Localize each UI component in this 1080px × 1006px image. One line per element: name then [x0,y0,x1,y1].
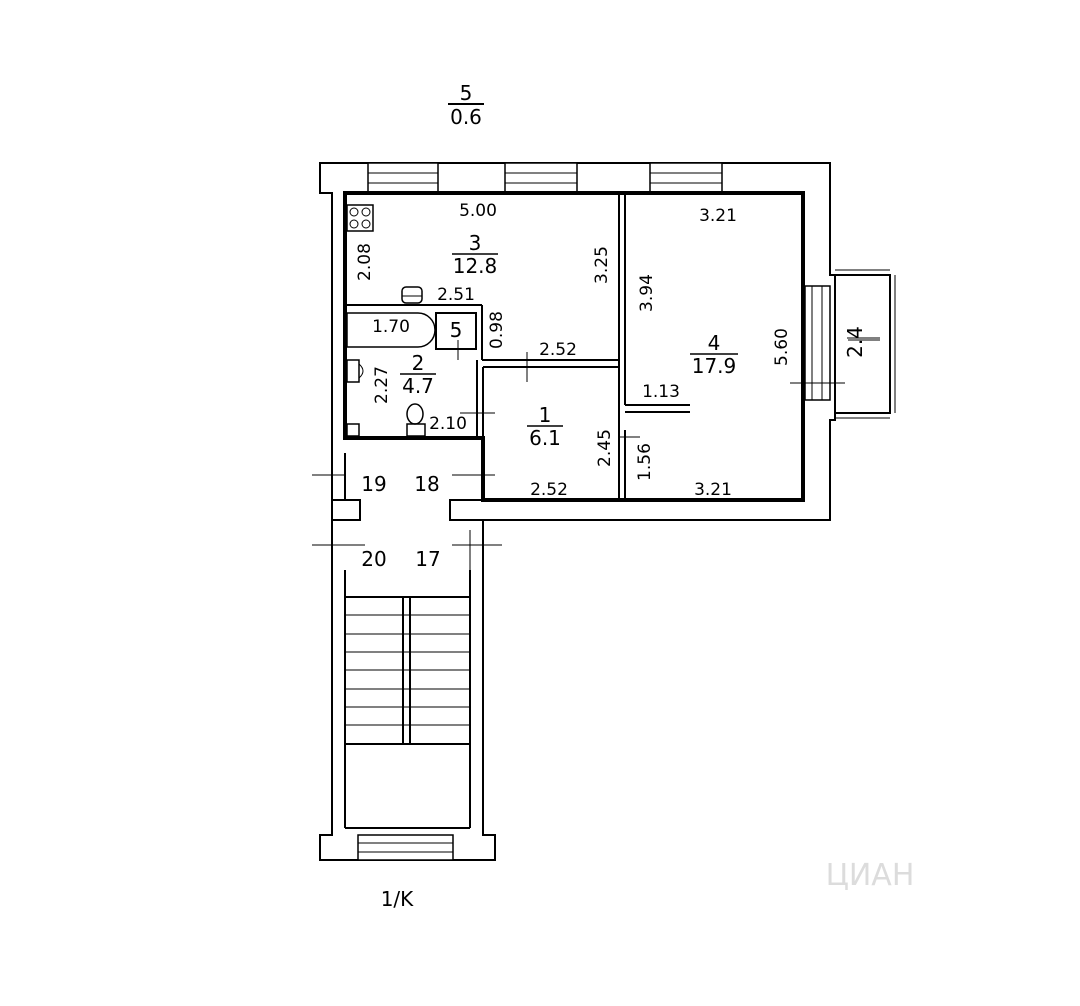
room-3-area: 12.8 [453,254,498,278]
dim-bath-side: 0.98 [487,311,507,349]
dim-room4-door-side: 1.56 [635,443,655,481]
watermark: ЦИАН [826,858,915,893]
dim-hall-bottom: 2.52 [530,480,568,500]
washbasin-icon [346,359,364,383]
shaft-5 [435,312,477,360]
dim-kitchen-left: 2.08 [355,243,375,281]
floor-height: 0.6 [450,105,482,129]
bathtub-icon [346,312,436,348]
dim-room4-top: 3.21 [699,206,737,226]
dim-hall-right: 2.45 [595,429,615,467]
outer-wall [319,162,836,861]
corner-column [346,423,360,437]
dim-bath-width: 1.70 [372,317,410,337]
stairwell [312,453,502,861]
stove-icon [346,204,374,232]
balcony-area: 2.4 [843,326,867,358]
dim-kitchen-right: 3.25 [592,246,612,284]
dim-kitchen-top: 5.00 [459,201,497,221]
room-1-area: 6.1 [529,426,561,450]
floor-number: 5 [460,81,473,105]
dim-room4-partition: 1.13 [642,382,680,402]
room-2-number: 2 [412,351,425,375]
toilet-icon [406,403,426,437]
neighbor-18: 18 [414,472,439,496]
dim-room4-bottom: 3.21 [694,480,732,500]
room-3-number: 3 [469,231,482,255]
dim-kitchen-bottom: 2.51 [437,285,475,305]
room-2-area: 4.7 [402,374,434,398]
shaft-5-number: 5 [450,318,463,342]
room-4-area: 17.9 [692,354,737,378]
neighbor-17: 17 [415,547,440,571]
footer-label: 1/K [381,887,414,911]
partitions [345,193,690,500]
top-windows [367,162,723,194]
dim-room4-right: 5.60 [772,328,792,366]
dim-room4-left: 3.94 [637,274,657,312]
sink-icon [401,286,423,304]
room-4-number: 4 [708,331,721,355]
room-1-number: 1 [539,403,552,427]
neighbor-19: 19 [361,472,386,496]
dim-bath-bottom: 2.10 [429,414,467,434]
neighbor-20: 20 [361,547,386,571]
dim-hall-top: 2.52 [539,340,577,360]
balcony [790,269,896,419]
dim-bath-left: 2.27 [372,366,392,404]
